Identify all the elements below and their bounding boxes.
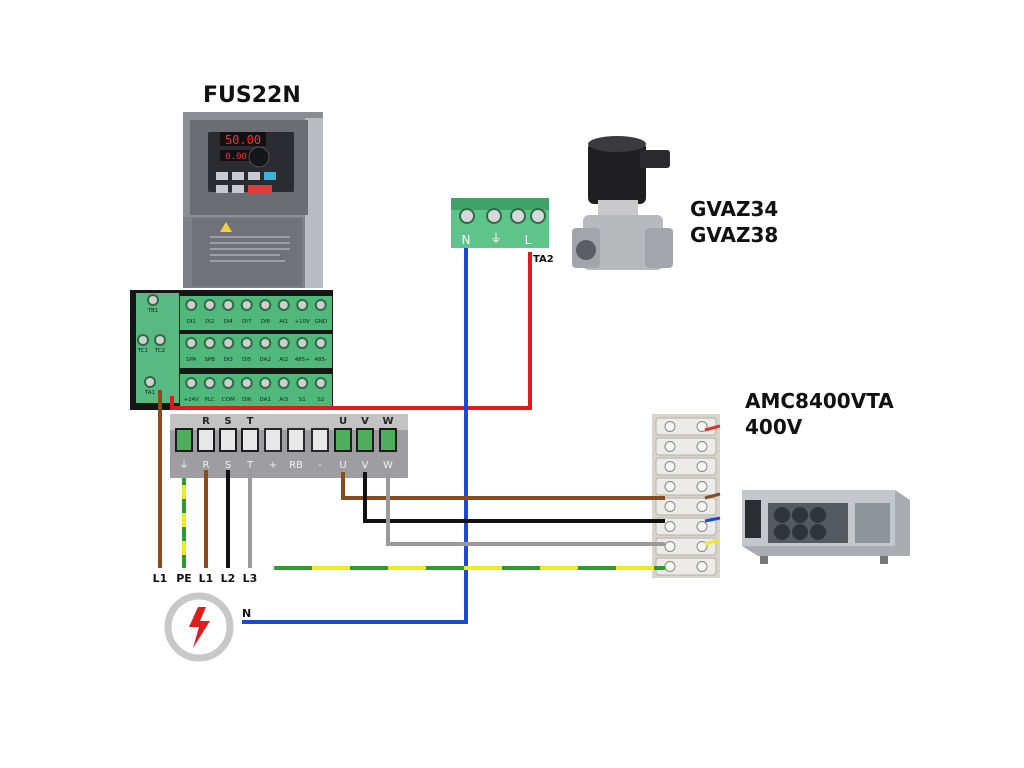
control-terminal-label: DA2 [260,357,271,363]
warning-icon [220,222,232,232]
control-terminal-label: S1 [299,397,306,403]
wire-label-pe: PE [176,572,192,585]
control-terminal-label: DI7 [242,319,252,325]
solenoid-valve [572,136,673,270]
wires [158,248,665,624]
wire-neutral-blue [242,248,468,624]
power-screw [313,430,327,450]
valve-terminal-block: N ⏚ L [451,198,549,248]
relay-terminal-label: TC1 [137,348,148,354]
control-terminal-label: DI3 [224,357,234,363]
power-bottom-label: ⏚ [179,459,189,471]
control-terminal-label: GND [314,319,327,325]
inverter-device: 50.00 0.00 [183,112,323,288]
power-top-label: U [339,416,347,427]
wire-ta2-red [170,252,532,410]
control-terminal-label: SPA [186,357,196,363]
display-main: 50.00 [225,133,261,147]
power-bottom-label: R [203,460,210,471]
power-terminal-strip: R S T U V W ⏚ R S T + RB - U V W [170,414,408,478]
power-top-label: R [202,416,210,427]
ground-icon: ⏚ [490,231,502,245]
relay-terminal-label: TC2 [154,348,165,354]
control-terminal-label: +10V [295,319,311,325]
control-terminal-label: +24V [184,397,200,403]
power-screw [266,430,280,450]
wire-label-l2: L2 [221,572,236,585]
power-screw [336,430,350,450]
power-bottom-label: U [339,460,346,471]
control-terminal-label: S2 [317,397,324,403]
control-terminal-label: COM [222,397,235,403]
power-bottom-label: RB [289,460,303,471]
inverter-model-label: FUS22N [203,83,301,108]
control-terminal-label: DI4 [224,319,234,325]
power-top-label: T [247,416,254,427]
relay-terminal-label: TA1 [144,390,155,396]
unit-voltage-label: 400V [745,415,803,439]
control-terminal-label: AI3 [279,397,288,403]
control-terminal-label: SPB [204,357,215,363]
control-terminal-label: DI8 [261,319,271,325]
bottom-wire-labels: L1 PE L1 L2 L3 [153,572,258,585]
wire-label-l1: L1 [199,572,214,585]
power-bottom-label: - [318,460,322,471]
valve-terminal-n: N [462,233,471,247]
power-screw [289,430,303,450]
amc-unit [742,490,910,564]
power-top-label: W [382,416,393,427]
relay-terminal-label: TB1 [147,308,159,314]
unit-model-label: AMC8400VTA [745,389,894,413]
power-bottom-label: S [225,460,231,471]
valve-terminal-l: L [525,233,532,247]
control-terminal-label: 485- [315,357,327,363]
control-terminal-label: DA1 [260,397,271,403]
valve-model-label-2: GVAZ38 [690,223,778,247]
ta2-label: TA2 [533,254,554,265]
control-terminal-label: AI1 [279,319,288,325]
control-terminal-label: DI1 [187,319,196,325]
wire-v-black [363,472,665,523]
dial-knob [248,146,270,168]
wire-w-grey [386,472,665,546]
power-screw [243,430,257,450]
power-bottom-label: W [383,460,393,471]
control-terminal-label: DI6 [242,397,252,403]
power-screw [381,430,395,450]
valve-model-label-1: GVAZ34 [690,197,778,221]
power-screw [358,430,372,450]
display-secondary: 0.00 [225,152,247,162]
control-terminal-label: 485+ [295,357,310,363]
control-terminal-label: DI5 [242,357,252,363]
control-terminal-label: PLC [205,397,215,403]
power-supply-icon [164,592,234,662]
control-terminal-label: AI2 [279,357,288,363]
wire-label-l1-relay: L1 [153,572,168,585]
neutral-label: N [242,607,251,620]
power-top-label: V [361,416,369,427]
power-bottom-label: + [269,460,277,471]
power-bottom-label: T [246,460,254,471]
power-screw [221,430,235,450]
wire-u-brown [341,472,665,500]
power-screw [177,430,191,450]
control-terminal-label: DI2 [205,319,214,325]
power-bottom-label: V [362,460,369,471]
wire-label-l3: L3 [243,572,258,585]
power-screw [199,430,213,450]
power-top-label: S [224,416,231,427]
